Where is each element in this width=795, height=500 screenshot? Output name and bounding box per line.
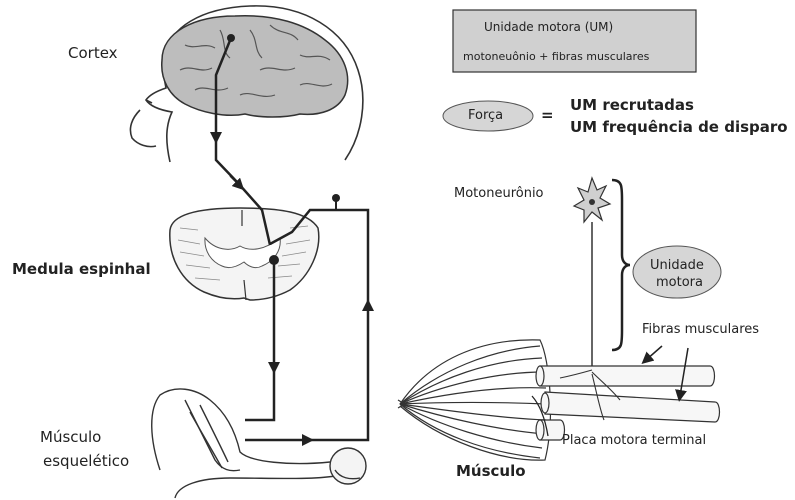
- motor-unit-brace: [612, 180, 630, 350]
- force-label: Força: [468, 108, 503, 123]
- equals-sign: =: [541, 106, 554, 124]
- fibras-label: Fibras musculares: [642, 322, 759, 337]
- unidade-motora-label-1: Unidade: [650, 258, 704, 273]
- brain: [162, 16, 348, 117]
- muscle-belly: [398, 340, 550, 460]
- arm-illustration: [152, 389, 366, 498]
- sensory-ganglion: [332, 194, 340, 210]
- cortex-label: Cortex: [68, 44, 118, 62]
- formula-term-2: UM frequência de disparo: [570, 118, 788, 136]
- fibers-pointer-1: [646, 346, 662, 360]
- unidade-motora-label-2: motora: [656, 275, 703, 290]
- info-box-line1: Unidade motora (UM): [484, 20, 613, 34]
- info-box-line2: motoneuônio + fibras musculares: [463, 50, 649, 63]
- medula-label: Medula espinhal: [12, 260, 151, 278]
- musculo-esq-label-1: Músculo: [40, 428, 101, 446]
- placa-label: Placa motora terminal: [562, 433, 706, 448]
- descending-arrow-2: [230, 176, 240, 186]
- musculo-label: Músculo: [456, 462, 526, 480]
- musculo-esq-label-2: esquelético: [43, 452, 129, 470]
- formula-term-1: UM recrutadas: [570, 96, 694, 114]
- motoneuronio-label: Motoneurônio: [454, 186, 544, 201]
- cortex-neuron: [227, 34, 235, 42]
- spinal-cord: [170, 208, 319, 300]
